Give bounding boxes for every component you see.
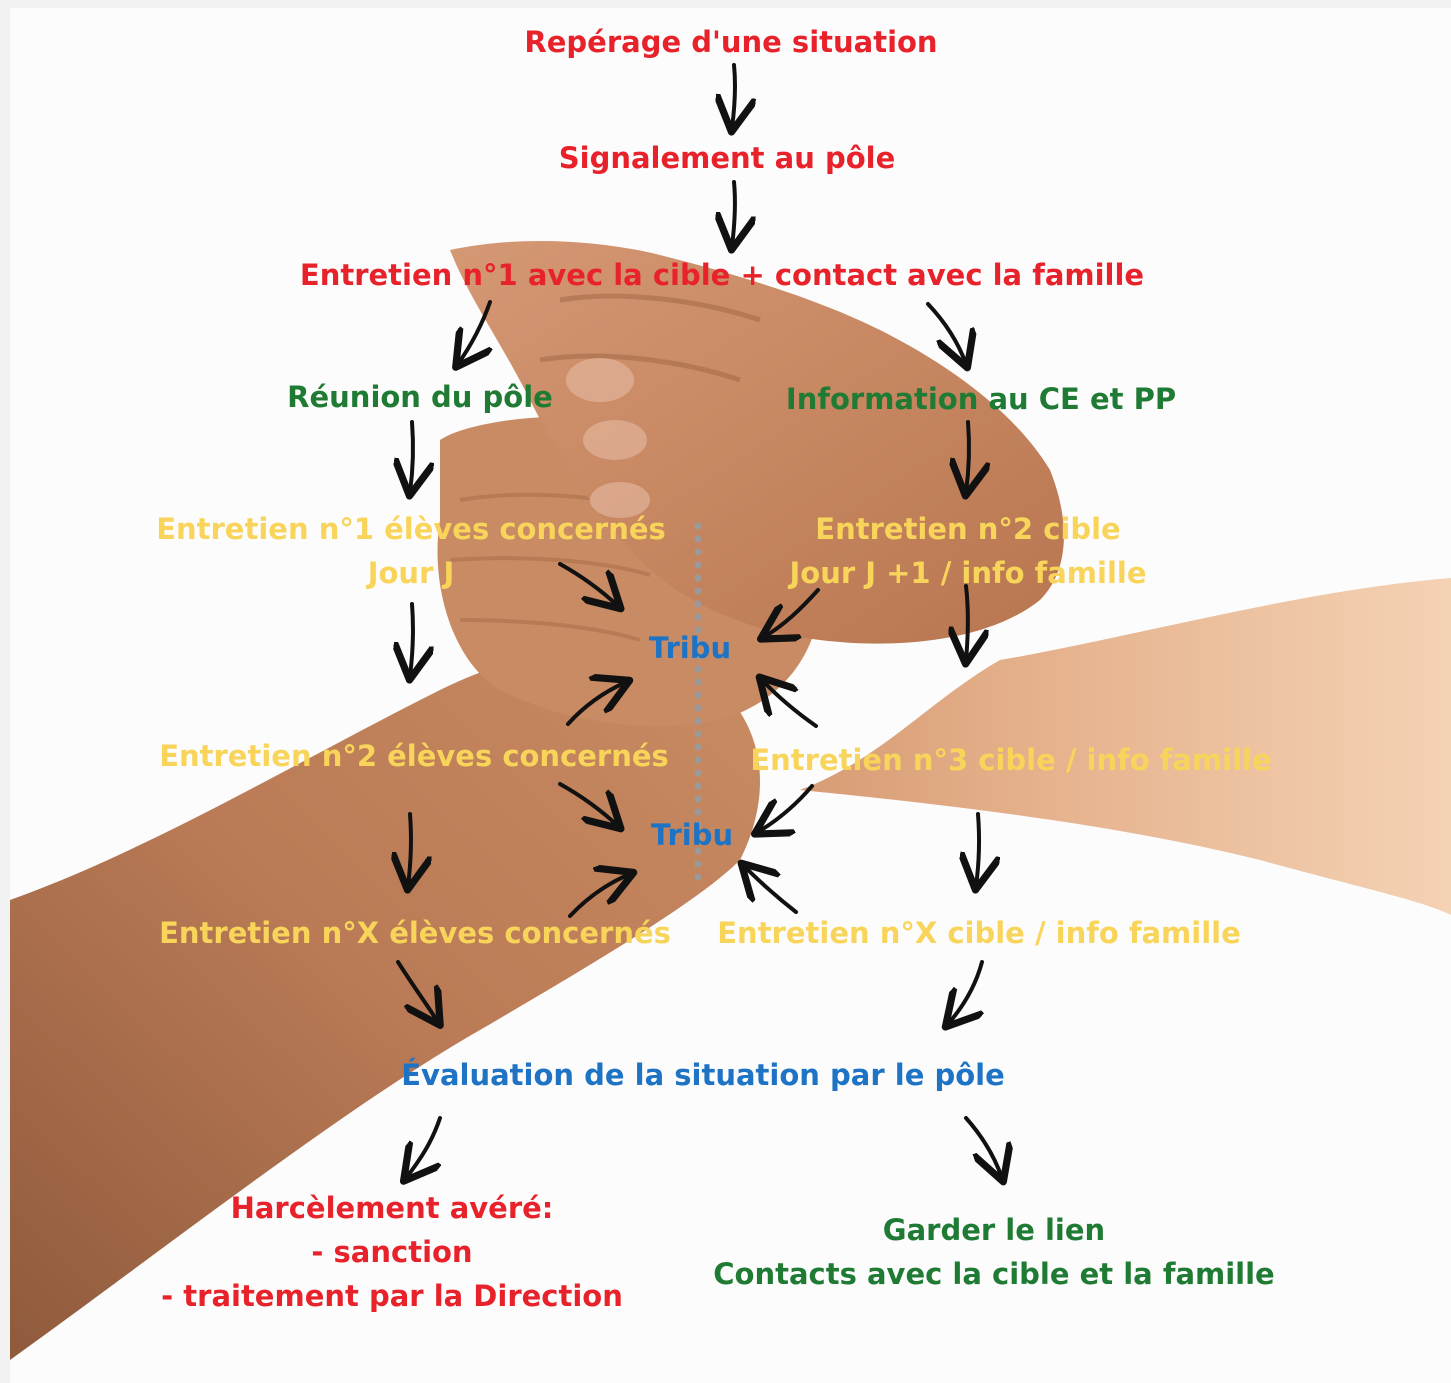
node-tribu-1: Tribu <box>648 631 732 665</box>
arrow-entretien1-information <box>926 302 966 364</box>
node-harcelement-line1: Harcèlement avéré: <box>230 1191 554 1225</box>
node-entretien2-cible-line1: Entretien n°2 cible <box>815 512 1121 546</box>
node-garder-line1: Garder le lien <box>882 1213 1106 1247</box>
arrow-entretien1-eleves-tribu1 <box>558 562 618 606</box>
arrow-reperage-signalement <box>732 63 735 128</box>
arrow-evaluation-harcelement <box>406 1116 442 1178</box>
arrow-evaluation-garder <box>964 1116 1002 1178</box>
node-entretien1-eleves-line2: Jour J <box>367 556 455 590</box>
node-entretien1-eleves: Entretien n°1 élèves concernés Jour J <box>156 507 666 595</box>
node-entretien2-cible: Entretien n°2 cible Jour J +1 / info fam… <box>789 507 1146 595</box>
arrow-information-entretien2-cible <box>966 420 969 492</box>
left-forearm <box>10 650 760 1360</box>
node-evaluation: Évaluation de la situation par le pôle <box>401 1058 1005 1092</box>
node-garder-line2: Contacts avec la cible et la famille <box>713 1257 1275 1291</box>
node-reperage: Repérage d'une situation <box>524 25 938 59</box>
arrow-entretien2-eleves-tribu1 <box>566 682 626 726</box>
node-entretienX-cible: Entretien n°X cible / info famille <box>717 916 1241 950</box>
arrow-entretien3-cible-entretienX-cible <box>976 812 979 886</box>
arrow-entretien1-eleves-entretien2-eleves <box>410 602 413 676</box>
arrow-entretienX-cible-evaluation <box>948 960 982 1024</box>
arrow-entretien3-cible-tribu2 <box>758 784 814 832</box>
node-entretien2-eleves: Entretien n°2 élèves concernés <box>159 739 669 773</box>
node-tribu-2: Tribu <box>650 818 734 852</box>
node-entretien1-eleves-line1: Entretien n°1 élèves concernés <box>156 512 666 546</box>
node-entretien3-cible: Entretien n°3 cible / info famille <box>750 743 1272 777</box>
node-harcelement-line2: - sanction <box>311 1235 473 1269</box>
node-signalement: Signalement au pôle <box>558 141 896 175</box>
arrow-entretien2-eleves-tribu2 <box>558 782 618 826</box>
arrow-entretienX-cible-tribu2 <box>744 866 798 914</box>
node-entretien2-cible-line2: Jour J +1 / info famille <box>789 556 1147 590</box>
node-harcelement-line3: - traitement par la Direction <box>161 1279 623 1313</box>
node-entretien1-cible: Entretien n°1 avec la cible + contact av… <box>299 258 1145 292</box>
node-information-ce-pp: Information au CE et PP <box>785 382 1177 416</box>
node-entretienX-eleves: Entretien n°X élèves concernés <box>159 916 671 950</box>
right-forearm <box>800 578 1451 915</box>
arrow-entretien1-reunion <box>458 300 490 364</box>
arrow-entretien2-cible-tribu1 <box>764 588 820 637</box>
arrow-entretien2-cible-entretien3-cible <box>966 584 968 660</box>
arrow-entretien2-eleves-entretienX-eleves <box>408 812 411 886</box>
node-garder-lien: Garder le lien Contacts avec la cible et… <box>713 1208 1274 1296</box>
upper-hand <box>450 240 1064 644</box>
arrow-signalement-entretien1 <box>732 180 735 246</box>
node-reunion-pole: Réunion du pôle <box>287 380 553 414</box>
arrow-entretienX-eleves-tribu2 <box>568 874 630 918</box>
arrow-reunion-entretien1-eleves <box>410 420 413 492</box>
arrow-entretien3-cible-tribu1 <box>762 680 818 728</box>
node-harcelement-avere: Harcèlement avéré: - sanction - traiteme… <box>161 1186 623 1318</box>
arrow-entretienX-eleves-evaluation <box>396 960 438 1022</box>
